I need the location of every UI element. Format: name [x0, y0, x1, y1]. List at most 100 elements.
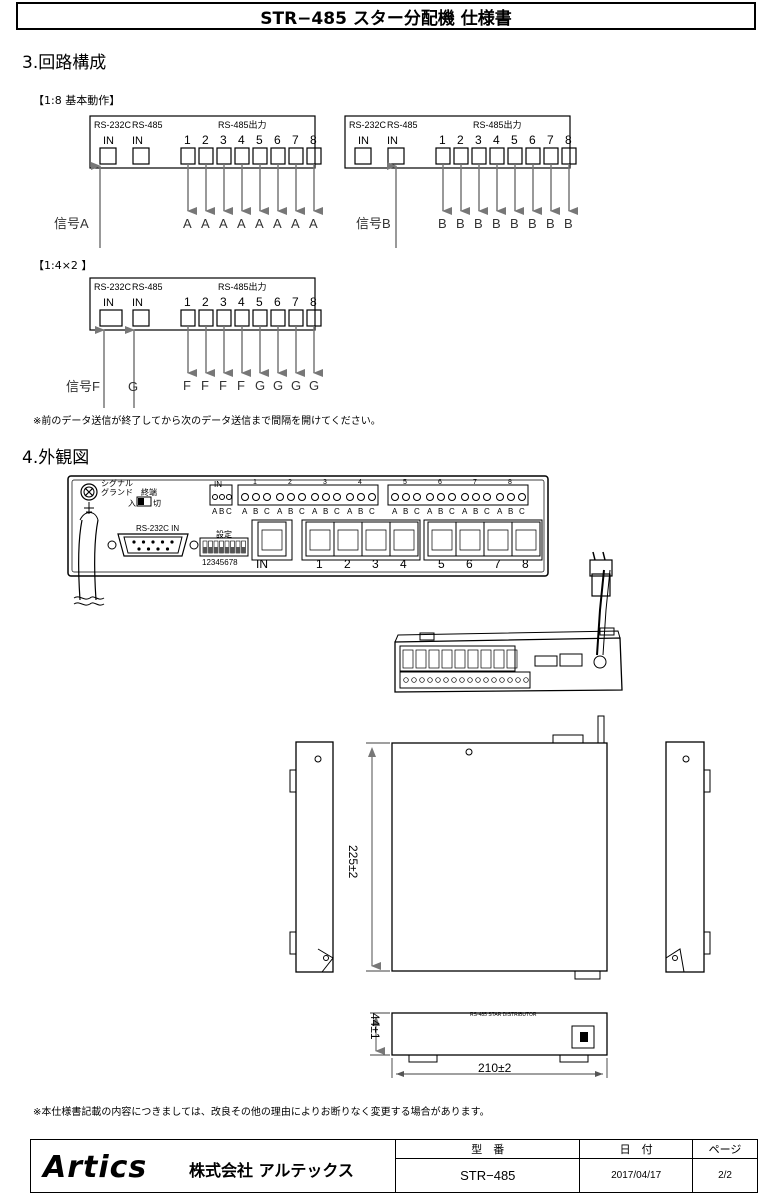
in-terminal-screw: [226, 494, 232, 500]
terminal-screw: [333, 493, 341, 501]
terminal-screw: [252, 493, 260, 501]
port-number-7: 7: [292, 133, 299, 147]
side-view-left: [289, 741, 334, 973]
output-port-8: [306, 309, 322, 327]
abc-label: A: [427, 507, 433, 516]
port-number-2: 2: [202, 295, 209, 309]
in-label-1: IN: [103, 135, 114, 147]
terminal-number-4: 4: [358, 479, 362, 486]
signal-b: 信号B: [356, 216, 391, 231]
mode2-label: 【1:4×2 】: [33, 259, 93, 272]
signal-a: 信号A: [54, 216, 89, 231]
abc-label: A: [392, 507, 398, 516]
abc-label: C: [264, 507, 270, 516]
hdr-485: RS-485: [132, 120, 163, 130]
mode1-label: 【1:8 基本動作】: [33, 94, 121, 107]
output-port-2: [453, 147, 469, 165]
terminal-screw: [346, 493, 354, 501]
db9-pin: [165, 547, 170, 551]
terminal-screw: [448, 493, 456, 501]
output-port-6: [270, 309, 286, 327]
port-number-2: 2: [202, 133, 209, 147]
jack-4-label: 4: [400, 557, 407, 571]
rs232-port: [99, 309, 123, 327]
hdr-out: RS-485出力: [218, 119, 267, 130]
abc-label: A: [242, 507, 248, 516]
port-number-5: 5: [511, 133, 518, 147]
page-title-text: STR−485 スター分配機 仕様書: [260, 8, 512, 29]
terminal-screw: [507, 493, 515, 501]
output-letter-7: G: [291, 378, 301, 393]
db9-pin: [141, 540, 146, 544]
output-letter-6: B: [528, 216, 537, 231]
hdr-485: RS-485: [132, 282, 163, 292]
output-letter-8: G: [309, 378, 319, 393]
jack-8: [511, 521, 541, 557]
port-number-5: 5: [256, 295, 263, 309]
terminal-screw: [357, 493, 365, 501]
terminal-screw: [391, 493, 399, 501]
jack-in-label: IN: [256, 557, 268, 571]
in-label-1: IN: [103, 297, 114, 309]
rs232c-in-label: RS-232C IN: [136, 524, 180, 533]
output-letter-1: A: [183, 216, 192, 231]
output-port-3: [216, 147, 232, 165]
abc-label: B: [473, 507, 478, 516]
hdr-232: RS-232C: [349, 120, 387, 130]
output-port-2: [198, 309, 214, 327]
port-number-4: 4: [238, 133, 245, 147]
port-number-8: 8: [310, 133, 317, 147]
abc-label: C: [449, 507, 455, 516]
signal-g: G: [128, 379, 138, 394]
terminal-number-3: 3: [323, 479, 327, 486]
setting-label: 設定: [216, 530, 232, 539]
terminal-number-2: 2: [288, 479, 292, 486]
terminal-number-7: 7: [473, 479, 477, 486]
port-number-4: 4: [493, 133, 500, 147]
terminal-screw: [311, 493, 319, 501]
port-number-3: 3: [220, 133, 227, 147]
output-port-1: [180, 147, 196, 165]
terminal-screw: [298, 493, 306, 501]
output-letter-7: A: [291, 216, 300, 231]
ground-label: シグナル グランド: [101, 479, 133, 497]
db9-pin: [137, 547, 141, 551]
port-number-3: 3: [220, 295, 227, 309]
col-model: 型 番: [395, 1138, 581, 1160]
rs485-port: [132, 147, 150, 165]
side-view-right: [665, 741, 711, 973]
terminal-screw: [276, 493, 284, 501]
output-letter-3: A: [219, 216, 228, 231]
jack-1-label: 1: [316, 557, 323, 571]
db9-pin: [151, 540, 155, 544]
terminal-screw: [437, 493, 445, 501]
output-port-3: [471, 147, 487, 165]
abc-label: C: [519, 507, 525, 516]
term-on-label: 入: [128, 499, 136, 508]
footer-table: Artics 株式会社 アルテックス 型 番 日 付 ページ STR−485 2…: [29, 1138, 758, 1193]
output-letter-4: F: [237, 378, 245, 393]
rs485-port: [132, 309, 150, 327]
page-value: 2/2: [692, 1158, 758, 1193]
port-number-7: 7: [547, 133, 554, 147]
output-letter-2: F: [201, 378, 209, 393]
terminal-screw: [496, 493, 504, 501]
section-3-note: ※前のデータ送信が終了してから次のデータ送信まで間隔を開けてください。: [33, 416, 381, 427]
output-letter-1: F: [183, 378, 191, 393]
page-title: STR−485 スター分配機 仕様書: [16, 2, 756, 30]
abc-label: A: [277, 507, 283, 516]
output-letter-6: A: [273, 216, 282, 231]
abc-label: C: [226, 507, 232, 516]
terminal-screw: [287, 493, 295, 501]
port-number-8: 8: [565, 133, 572, 147]
front-bottom-view: [370, 1012, 608, 1078]
output-letter-7: B: [546, 216, 555, 231]
terminal-number-5: 5: [403, 479, 407, 486]
jack-4: [389, 521, 419, 557]
output-letter-6: G: [273, 378, 283, 393]
abc-label: B: [358, 507, 363, 516]
abc-label: B: [219, 507, 224, 516]
terminal-screw: [263, 493, 271, 501]
